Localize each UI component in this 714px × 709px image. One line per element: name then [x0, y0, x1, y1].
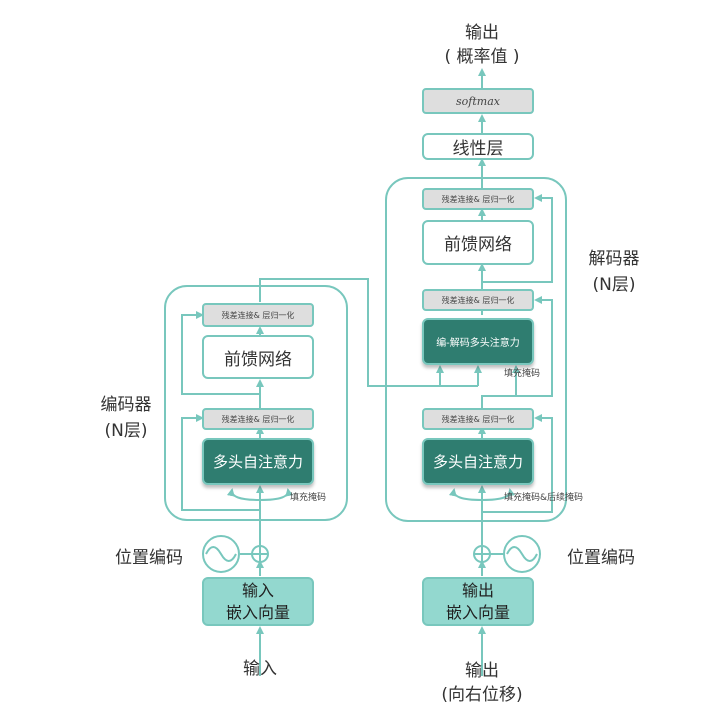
- outputs-shifted-right-label: (向右位移): [441, 685, 523, 705]
- input-embedding-line1: 输入: [241, 580, 274, 600]
- output-probabilities-subtitle: ( 概率值 ): [444, 47, 520, 67]
- decoder-layers-label: (N层): [592, 275, 636, 295]
- decoder-add-norm-2: 残差连接& 层归一化: [422, 289, 534, 311]
- outputs-label: 输出: [465, 661, 499, 681]
- input-embedding-block: 输入 嵌入向量: [202, 577, 314, 626]
- output-embedding-line1: 输出: [461, 580, 494, 600]
- output-probabilities-title: 输出: [465, 23, 499, 43]
- decoder-causal-mask-label: 填充掩码&后续掩码: [504, 493, 584, 503]
- linear-layer-block: 线性层: [422, 133, 534, 160]
- encoder-self-attention-block: 多头自注意力: [202, 438, 314, 485]
- input-embedding-line2: 嵌入向量: [225, 602, 290, 622]
- encoder-label: 编码器: [100, 395, 152, 415]
- decoder-label: 解码器: [588, 249, 640, 269]
- inputs-label: 输入: [243, 659, 277, 679]
- decoder-add-norm-1: 残差连接& 层归一化: [422, 408, 534, 430]
- encoder-container: [164, 285, 348, 521]
- decoder-padding-mask-label: 填充掩码: [504, 369, 541, 379]
- encoder-add-norm-1: 残差连接& 层归一化: [202, 408, 314, 430]
- decoder-add-norm-3: 残差连接& 层归一化: [422, 188, 534, 210]
- softmax-block: softmax: [422, 88, 534, 114]
- encoder-add-norm-2: 残差连接& 层归一化: [202, 303, 314, 327]
- encoder-padding-mask-label: 填充掩码: [290, 493, 327, 503]
- decoder-feed-forward-block: 前馈网络: [422, 220, 534, 265]
- decoder-self-attention-block: 多头自注意力: [422, 438, 534, 485]
- decoder-positional-encoding-label: 位置编码: [567, 548, 635, 568]
- encoder-layers-label: (N层): [104, 421, 148, 441]
- encoder-positional-encoding-label: 位置编码: [115, 548, 183, 568]
- output-embedding-block: 输出 嵌入向量: [422, 577, 534, 626]
- decoder-cross-attention-block: 编-解码多头注意力: [422, 318, 534, 365]
- encoder-feed-forward-block: 前馈网络: [202, 335, 314, 379]
- output-embedding-line2: 嵌入向量: [445, 602, 510, 622]
- decoder-container: [385, 177, 567, 522]
